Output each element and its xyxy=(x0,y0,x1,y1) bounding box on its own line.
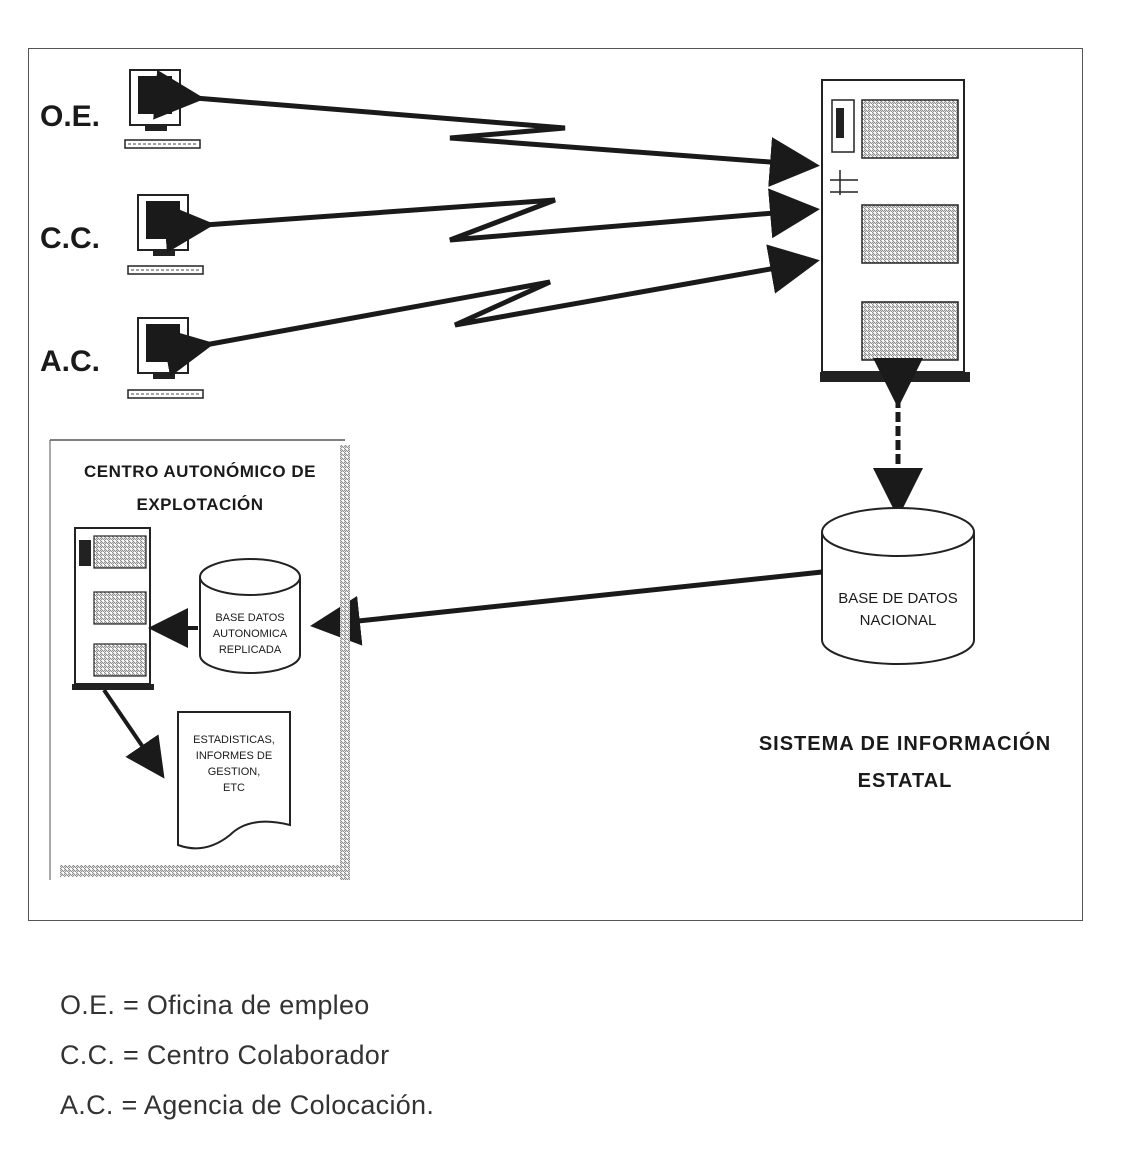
terminal-ac-icon xyxy=(127,317,204,399)
link-cc-line xyxy=(163,188,820,253)
terminal-cc-icon xyxy=(127,194,204,275)
report-line3: GESTION, xyxy=(207,766,261,778)
regional-db-line1: BASE DATOS xyxy=(215,612,285,624)
national-db-line2: NACIONAL xyxy=(859,612,937,629)
link-oe-line xyxy=(153,69,820,187)
report-line4: ETC xyxy=(223,782,245,794)
link-ac-line xyxy=(161,244,820,377)
legend-item-cc: C.C. = Centro Colaborador xyxy=(60,1040,390,1070)
sistema-title-line1: SISTEMA DE INFORMACIÓN xyxy=(758,733,1052,755)
regional-database-icon xyxy=(199,558,301,674)
centro-box xyxy=(49,439,350,880)
server-to-report-line xyxy=(102,688,165,779)
regional-server-icon xyxy=(72,527,154,690)
sistema-title-line2: ESTATAL xyxy=(857,770,953,792)
station-label-cc: C.C. xyxy=(40,222,100,255)
national-database-icon xyxy=(821,507,975,665)
legend-item-oe: O.E. = Oficina de empleo xyxy=(60,990,370,1020)
diagram-frame xyxy=(28,48,1083,921)
central-server-icon xyxy=(820,79,970,382)
national-db-line1: BASE DE DATOS xyxy=(838,590,958,607)
report-line1: ESTADISTICAS, xyxy=(193,734,275,746)
station-label-ac: A.C. xyxy=(40,345,100,378)
report-line2: INFORMES DE xyxy=(195,750,273,762)
centro-title-line1: CENTRO AUTONÓMICO DE xyxy=(84,462,316,481)
replication-link-line xyxy=(310,569,823,646)
regional-db-line2: AUTONOMICA xyxy=(212,628,288,640)
station-label-oe: O.E. xyxy=(40,100,101,133)
terminal-oe-icon xyxy=(124,69,201,149)
regional-db-line3: REPLICADA xyxy=(218,644,282,656)
report-document-icon xyxy=(177,711,291,850)
centro-title-line2: EXPLOTACIÓN xyxy=(136,495,264,514)
legend-item-ac: A.C. = Agencia de Colocación. xyxy=(60,1090,435,1120)
